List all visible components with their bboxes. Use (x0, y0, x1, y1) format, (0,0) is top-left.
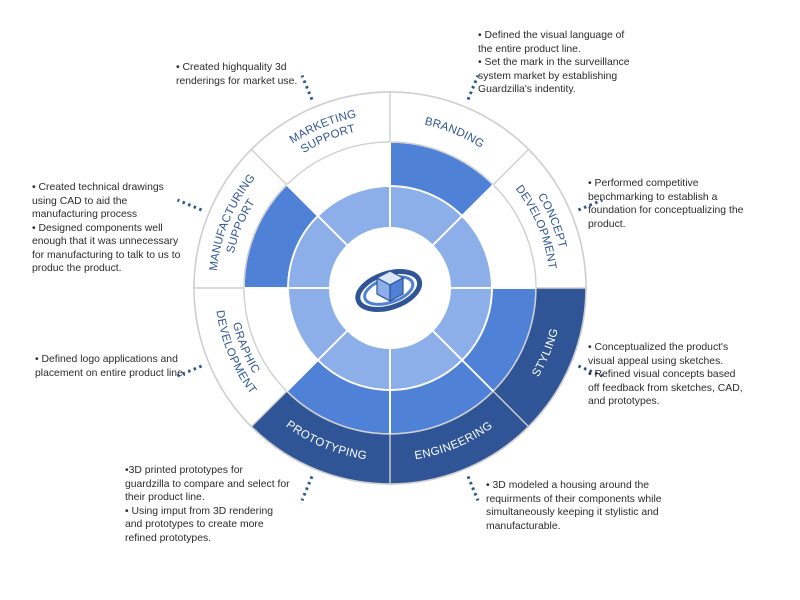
note-line: renderings for market use. (176, 75, 298, 87)
note-line: produc the product. (32, 263, 122, 274)
note-line: system market by establishing (478, 70, 618, 82)
note-line: • Designed components well (32, 222, 163, 234)
concept-leader (577, 198, 604, 212)
note-line: • Refined visual concepts based (588, 369, 736, 380)
note-line: their product line. (125, 492, 205, 503)
note-line: • Created highquality 3d (176, 62, 287, 73)
note-line: refined prototypes. (125, 532, 212, 544)
note-line: enough that it was unnecessary (32, 236, 179, 247)
note-line: product. (588, 218, 626, 230)
note-line: using CAD to aid the (32, 195, 128, 207)
concept-ring-3 (493, 149, 586, 288)
note-line: for manufacturing to talk to us to (32, 249, 181, 261)
styling-note: • Conceptualized the product's visual ap… (588, 341, 743, 409)
note-line: • Defined logo applications and (35, 354, 178, 365)
graphic-development-note: • Defined logo applications and placemen… (35, 353, 186, 380)
note-line: manufacturing process (32, 209, 138, 220)
branding-ring-3 (390, 92, 529, 185)
prototyping-leader (300, 475, 314, 502)
marketing-support-note: • Created highquality 3d renderings for … (176, 61, 297, 88)
note-line: off feedback from sketches, CAD, (588, 382, 743, 394)
note-line: and prototypes. (588, 396, 660, 407)
inner-ring-edge (287, 185, 493, 391)
wheel-rings (193, 91, 587, 485)
styling-leader (577, 364, 604, 378)
engineering-ring-3 (390, 391, 529, 484)
note-line: • Created technical drawings (32, 182, 164, 193)
inner-divider (286, 184, 349, 247)
note-line: • Defined the visual language of (478, 30, 625, 41)
note-line: simultaneously keeping it stylistic and (486, 507, 659, 518)
note-line: • 3D modeled a housing around the (486, 480, 650, 491)
note-line: visual appeal using sketches. (588, 355, 724, 367)
outer-outline (193, 91, 587, 485)
manufacturing-leader (176, 198, 203, 212)
graphic-leader (176, 364, 203, 378)
branding-leader (466, 74, 480, 101)
note-line: manufacturable. (486, 520, 561, 532)
styling-ring-3 (493, 288, 586, 427)
note-line: and prototypes to create more (125, 519, 264, 530)
note-line: the entire product line. (478, 43, 581, 55)
concept-development-note: • Performed competitive benchmarking to … (588, 177, 743, 231)
note-line: • Using imput from 3D rendering (125, 505, 274, 517)
prototyping-note: •3D printed prototypes for guardzilla to… (125, 464, 290, 545)
graphic-ring-3 (194, 288, 287, 427)
manufacturing-ring-3 (194, 149, 287, 288)
note-line: • Set the mark in the surveillance (478, 57, 630, 68)
note-line: • Conceptualized the product's (588, 342, 729, 353)
note-line: Guardzilla's indentity. (478, 84, 576, 95)
marketing-leader (300, 74, 314, 101)
note-line: placement on entire product line. (35, 367, 186, 379)
note-line: •3D printed prototypes for (125, 465, 243, 476)
note-line: • Performed competitive (588, 178, 699, 189)
engineering-leader (466, 475, 480, 502)
cube-right (389, 276, 404, 303)
leader-lines (176, 74, 604, 502)
engineering-note: • 3D modeled a housing around the requir… (486, 479, 662, 533)
marketing-ring-3 (251, 92, 390, 185)
branding-note: • Defined the visual language of the ent… (478, 29, 630, 97)
note-line: foundation for conceptualizing the (588, 205, 744, 216)
note-line: requirments of their components while (486, 493, 662, 505)
inner-divider (286, 329, 349, 392)
note-line: benchmarking to establish a (588, 191, 718, 203)
inner-divider (431, 329, 494, 392)
note-line: guardzilla to compare and select for (125, 478, 290, 490)
cube-logo-icon (329, 227, 451, 349)
prototyping-ring-3 (251, 391, 390, 484)
manufacturing-support-note: • Created technical drawings using CAD t… (32, 181, 180, 276)
inner-divider (431, 184, 494, 247)
